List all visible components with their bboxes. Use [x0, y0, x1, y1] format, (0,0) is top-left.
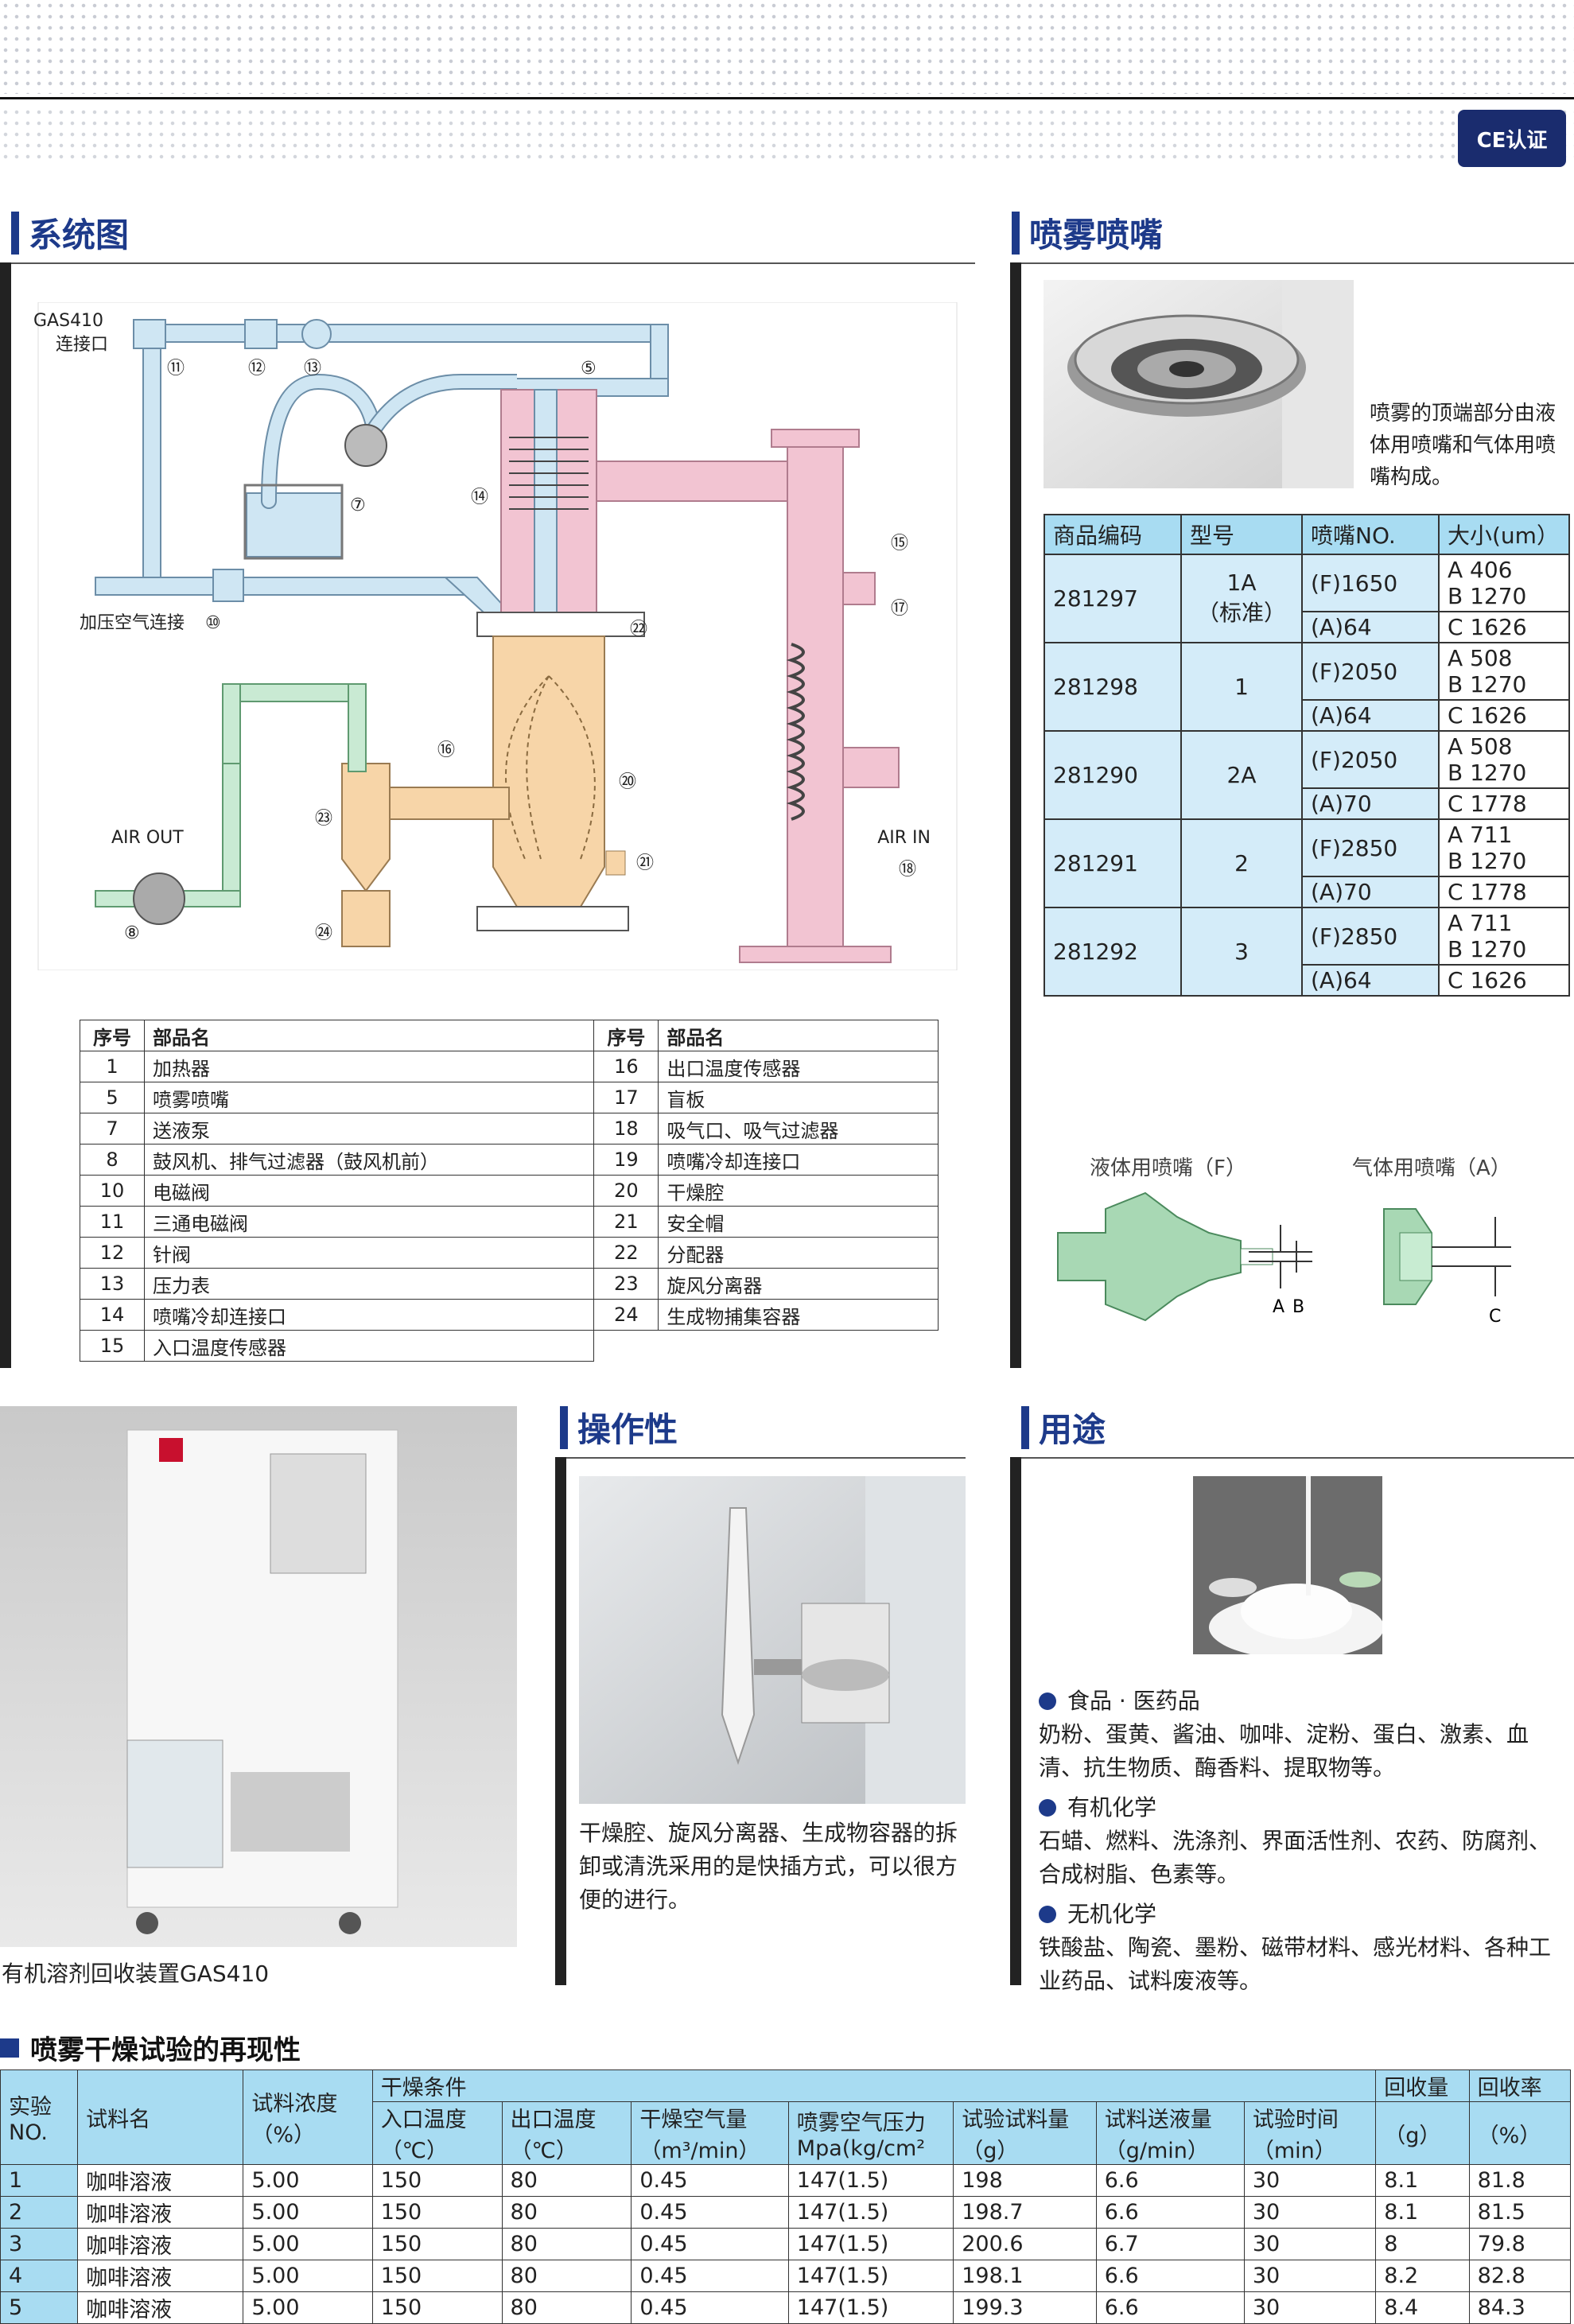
- svg-text:⑪: ⑪: [167, 359, 185, 379]
- svg-text:⑩: ⑩: [205, 613, 221, 633]
- svg-text:⑫: ⑫: [248, 359, 266, 379]
- section-side-bar: [0, 262, 11, 1368]
- section-rule: [560, 1457, 966, 1459]
- usage-item-organic-chemistry: 有机化学 石蜡、燃料、洗涤剂、界面活性剂、农药、防腐剂、合成树脂、色素等。: [1039, 1794, 1552, 1887]
- gas-nozzle-label: 气体用喷嘴（A）: [1352, 1156, 1511, 1180]
- svg-text:⑯: ⑯: [437, 740, 455, 760]
- col-header-rate: 回收率: [1468, 2069, 1572, 2102]
- operability-description: 干燥腔、旋风分离器、生成物容器的拆卸或清洗采用的是快插方式，可以很方便的进行。: [579, 1820, 958, 1913]
- usage-powder-photo: [1193, 1476, 1382, 1654]
- svg-text:连接口: 连接口: [56, 335, 108, 355]
- operability-photo: [579, 1476, 966, 1804]
- section-title-nozzle: 喷雾喷嘴: [1012, 208, 1163, 257]
- svg-text:⑬: ⑬: [304, 359, 321, 379]
- svg-text:⑰: ⑰: [891, 599, 908, 619]
- section-rule: [1021, 1457, 1574, 1459]
- col-header-recovery: 回收量: [1375, 2069, 1470, 2102]
- usage-item-inorganic-chemistry: 无机化学 铁酸盐、陶瓷、墨粉、磁带材料、感光材料、各种工业药品、试料废液等。: [1039, 1901, 1552, 1994]
- section-side-bar: [1010, 262, 1021, 1368]
- usage-item-food-medicine: 食品 · 医药品 奶粉、蛋黄、酱油、咖啡、淀粉、蛋白、激素、血清、抗生物质、酶香…: [1039, 1688, 1529, 1781]
- svg-text:㉑: ㉑: [636, 853, 654, 873]
- col-header-no: 实验NO.: [0, 2069, 79, 2165]
- bullet-icon: [1039, 1799, 1056, 1817]
- ce-badge: CE认证: [1458, 110, 1566, 167]
- svg-text:㉒: ㉒: [630, 620, 647, 639]
- parts-table-header: 序号 部品名 序号 部品名: [80, 1020, 939, 1051]
- svg-text:⑱: ⑱: [899, 860, 916, 880]
- nozzle-table-header: 商品编码 型号 喷嘴NO. 大小(um）: [1044, 514, 1570, 555]
- section-title-operability: 操作性: [560, 1403, 678, 1452]
- section-rule: [1012, 262, 1574, 264]
- section-title-reproducibility: 喷雾干燥试验的再现性: [0, 2028, 301, 2067]
- section-title-system: 系统图: [11, 208, 129, 257]
- nozzle-table: 商品编码 型号 喷嘴NO. 大小(um） 281297 1A（标准） (F)16…: [1044, 514, 1570, 997]
- section-title-usage: 用途: [1021, 1403, 1106, 1452]
- svg-text:㉔: ㉔: [315, 923, 332, 943]
- col-header-conc: 试料浓度（%）: [243, 2069, 373, 2165]
- section-rule: [11, 262, 975, 264]
- col-header-name: 试料名: [77, 2069, 244, 2165]
- bullet-icon: [1039, 1692, 1056, 1710]
- device-caption: 有机溶剂回收装置GAS410: [2, 1961, 270, 1987]
- svg-text:加压空气连接: 加压空气连接: [80, 613, 185, 633]
- svg-text:⑦: ⑦: [350, 496, 366, 515]
- bullet-icon: [1039, 1906, 1056, 1923]
- svg-text:AIR OUT: AIR OUT: [111, 828, 184, 848]
- svg-text:AIR IN: AIR IN: [877, 828, 931, 848]
- section-side-bar: [1010, 1457, 1021, 1985]
- col-header-conditions: 干燥条件: [371, 2069, 1377, 2102]
- nozzle-photo: [1044, 280, 1354, 488]
- svg-text:C: C: [1489, 1307, 1501, 1327]
- svg-text:⑭: ⑭: [471, 488, 488, 507]
- svg-text:㉓: ㉓: [315, 809, 332, 829]
- header-rule: [0, 97, 1574, 99]
- system-diagram: GAS410 连接口 加压空气连接 AIR OUT AIR IN ⑪ ⑫ ⑬ ⑤…: [33, 302, 958, 970]
- svg-text:⑧: ⑧: [124, 923, 140, 943]
- device-photo-gas410: [0, 1406, 517, 1947]
- svg-text:B: B: [1292, 1297, 1304, 1317]
- svg-text:⑤: ⑤: [581, 359, 597, 379]
- results-table: 实验NO. 试料名 试料浓度（%） 干燥条件 回收量 回收率 入口温度（℃） 出…: [0, 2069, 1572, 2324]
- diagram-gas-port: GAS410: [33, 311, 103, 331]
- nozzle-description: 喷雾的顶端部分由液体用喷嘴和气体用喷嘴构成。: [1370, 402, 1557, 489]
- svg-text:⑳: ⑳: [619, 772, 636, 792]
- svg-text:⑮: ⑮: [891, 534, 908, 554]
- liquid-nozzle-label: 液体用喷嘴（F）: [1090, 1156, 1246, 1180]
- section-side-bar: [555, 1457, 566, 1985]
- nozzle-cross-section-diagram: A B C: [1057, 1191, 1511, 1327]
- header-dot-pattern-2: [0, 107, 1574, 164]
- header-dot-pattern: [0, 0, 1574, 94]
- svg-text:A: A: [1273, 1297, 1284, 1317]
